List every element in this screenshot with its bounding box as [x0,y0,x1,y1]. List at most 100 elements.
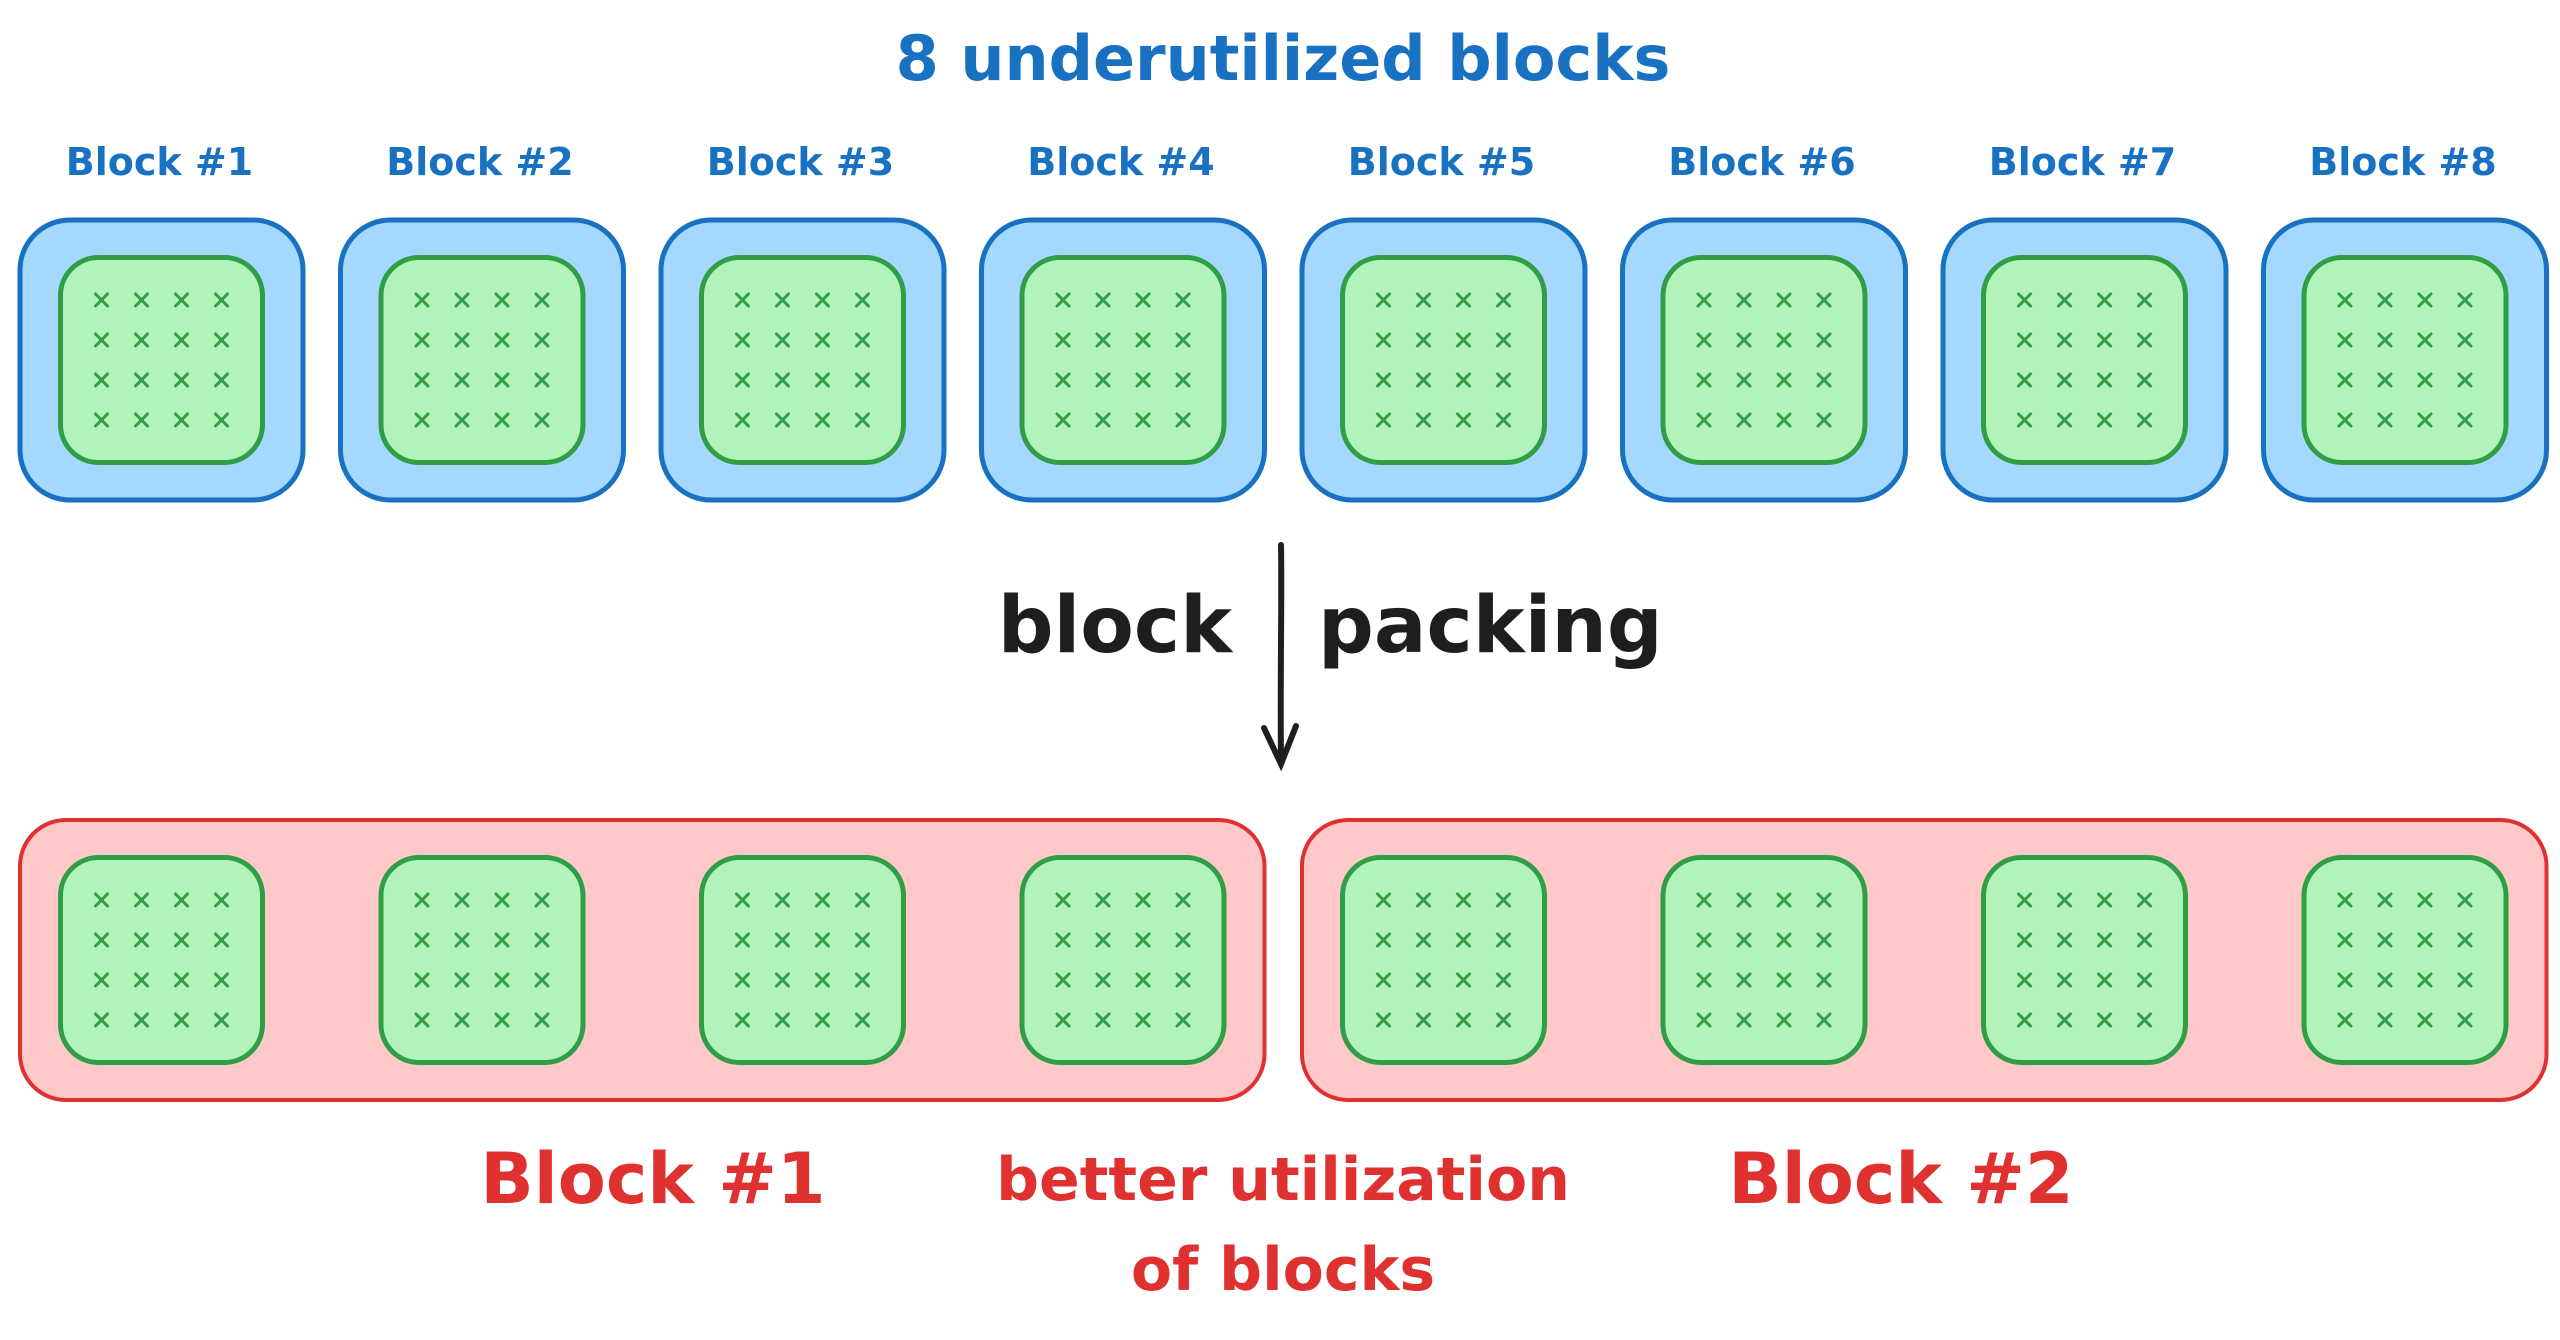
data-chunk-body [1340,855,1547,1065]
record-cross-icon [494,972,510,988]
record-cross-icon [775,332,790,348]
record-cross-icon [1175,892,1191,908]
record-cross-icon [2137,1012,2152,1028]
record-cross-icon [1696,892,1712,908]
record-cross-icon [815,412,830,428]
record-cross-icon [1696,972,1712,988]
record-cross-icon [94,1012,109,1028]
data-chunk [1019,855,1227,1065]
record-cross-icon [1776,372,1792,388]
input-block-label: Block #3 [707,140,894,184]
data-chunk-body [1981,855,2188,1065]
record-cross-icon [2017,892,2032,908]
record-cross-icon [1736,332,1752,348]
record-cross-icon [534,972,550,988]
record-cross-icon [534,292,550,308]
record-cross-icon [2337,332,2353,348]
record-cross-icon [494,932,510,948]
record-cross-icon [1376,972,1391,988]
record-cross-icon [775,292,790,308]
record-cross-icon [2417,412,2433,428]
input-block [338,217,626,503]
record-cross-icon [2097,1012,2112,1028]
data-chunk [1981,855,2188,1065]
input-block-label: Block #6 [1668,140,1855,184]
input-blocks [17,217,2549,503]
record-cross-icon [1135,892,1151,908]
record-cross-icon [2337,892,2353,908]
record-cross-icon [94,292,109,308]
record-cross-icon [1416,292,1431,308]
record-cross-icon [414,1012,430,1028]
data-chunk [2301,855,2509,1065]
record-cross-icon [1696,372,1712,388]
record-cross-icon [1095,332,1111,348]
record-cross-icon [735,332,750,348]
record-cross-icon [1135,932,1151,948]
record-cross-icon [2457,372,2473,388]
record-cross-icon [2097,292,2112,308]
data-chunk [58,255,265,465]
input-block [2261,217,2549,503]
record-cross-icon [134,292,149,308]
record-cross-icon [2057,332,2072,348]
record-cross-icon [735,1012,750,1028]
record-cross-icon [1496,1012,1511,1028]
record-cross-icon [134,1012,149,1028]
record-cross-icon [2057,892,2072,908]
record-cross-icon [1776,932,1792,948]
record-cross-icon [2417,332,2433,348]
record-cross-icon [1816,892,1832,908]
record-cross-icon [414,972,430,988]
process-label-left: block [998,581,1234,671]
record-cross-icon [1376,1012,1391,1028]
data-chunk-body [1660,855,1868,1065]
record-cross-icon [1175,932,1191,948]
record-cross-icon [2457,932,2473,948]
record-cross-icon [855,332,870,348]
data-chunk-body [1981,255,2188,465]
record-cross-icon [735,972,750,988]
record-cross-icon [1175,972,1191,988]
record-cross-icon [1135,292,1151,308]
process-label-right: packing [1318,581,1663,671]
data-chunk-body [699,255,906,465]
record-cross-icon [2097,412,2112,428]
record-cross-icon [414,332,430,348]
record-cross-icon [1816,972,1832,988]
data-chunk [1981,255,2188,465]
record-cross-icon [214,892,229,908]
caption-line-2: of blocks [1131,1235,1435,1305]
record-cross-icon [214,412,229,428]
data-chunk-body [1019,855,1227,1065]
record-cross-icon [1135,412,1151,428]
record-cross-icon [494,892,510,908]
record-cross-icon [2017,932,2032,948]
record-cross-icon [454,932,470,948]
record-cross-icon [2097,972,2112,988]
record-cross-icon [1095,892,1111,908]
output-blocks [18,818,2549,1102]
record-cross-icon [134,892,149,908]
output-block-label-2: Block #2 [1728,1138,2073,1220]
record-cross-icon [134,332,149,348]
record-cross-icon [2137,932,2152,948]
data-chunk-body [378,855,586,1065]
record-cross-icon [1135,332,1151,348]
record-cross-icon [494,292,510,308]
record-cross-icon [2417,972,2433,988]
data-chunk-body [2301,255,2509,465]
record-cross-icon [855,372,870,388]
input-block [1940,217,2229,503]
data-chunk [58,855,265,1065]
record-cross-icon [775,972,790,988]
record-cross-icon [1416,892,1431,908]
data-chunk [1660,255,1868,465]
record-cross-icon [1055,1012,1071,1028]
record-cross-icon [1496,412,1511,428]
input-block [979,217,1267,503]
record-cross-icon [454,972,470,988]
record-cross-icon [174,412,189,428]
record-cross-icon [1696,332,1712,348]
record-cross-icon [1456,332,1471,348]
